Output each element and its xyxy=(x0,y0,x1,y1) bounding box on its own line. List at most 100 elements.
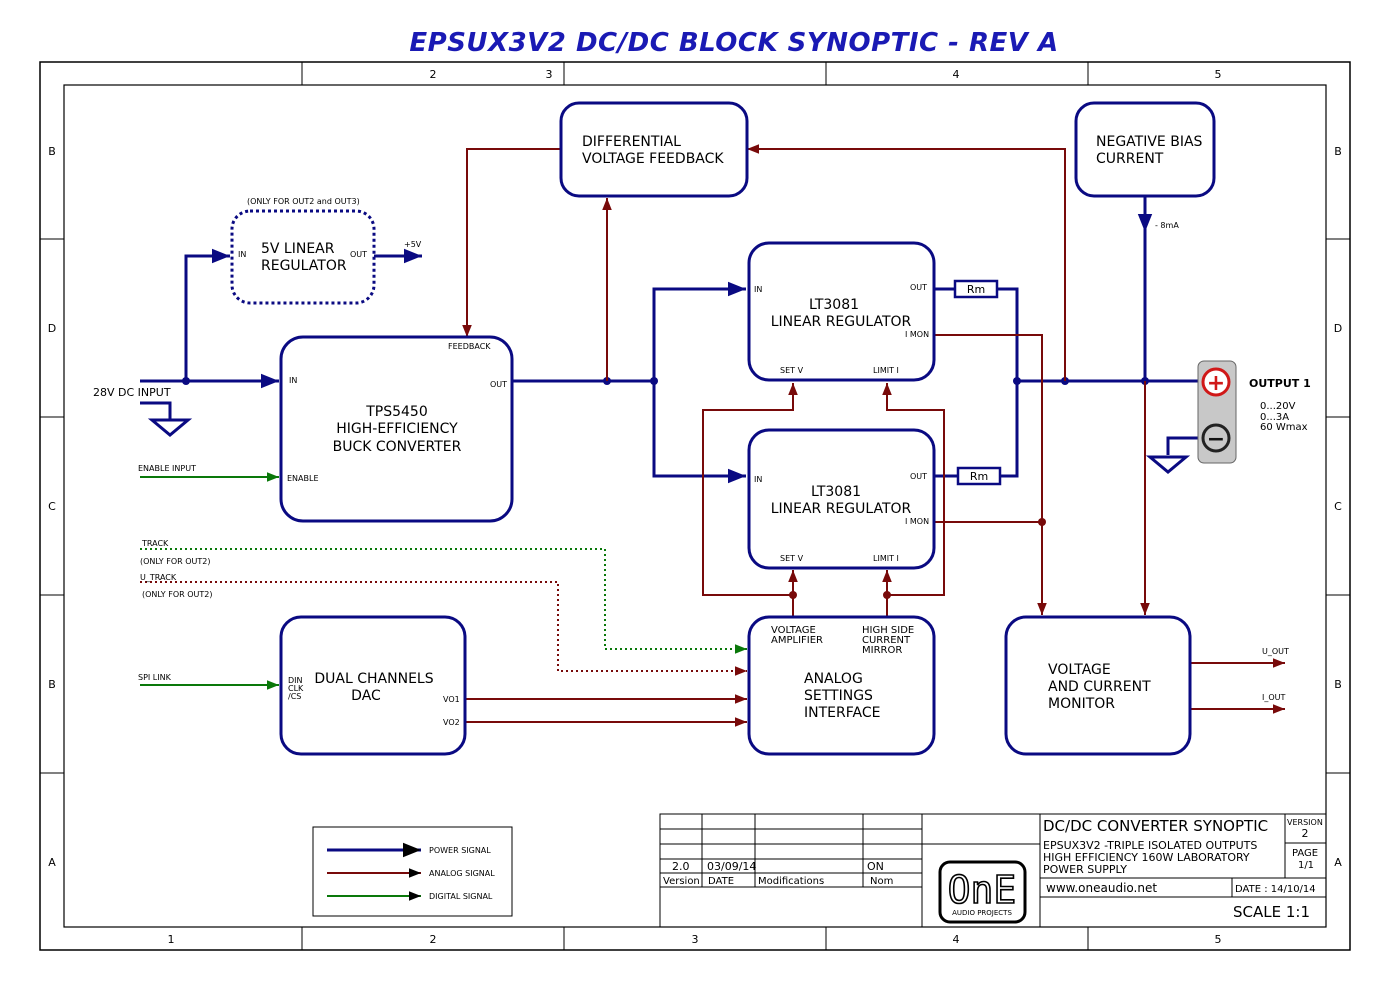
plus-symbol: + xyxy=(1207,371,1225,396)
buck-line3: BUCK CONVERTER xyxy=(333,439,462,455)
desc-line2: HIGH EFFICIENCY 160W LABORATORY xyxy=(1043,851,1250,864)
pin-setv: SET V xyxy=(780,554,804,563)
col-label: 3 xyxy=(546,68,553,81)
pin-in: IN xyxy=(289,376,297,385)
analog-junctions xyxy=(789,518,1046,599)
analog-settings-block xyxy=(747,615,936,756)
frame-labels: 2 3 4 5 1 2 3 4 5 B D C B A B D C B A xyxy=(48,68,1342,946)
oneaudio-logo: OnE AUDIO PROJECTS xyxy=(938,860,1027,924)
pin-in: IN xyxy=(238,250,246,259)
iout-label: I_OUT xyxy=(1262,693,1286,702)
negative-bias-block xyxy=(1074,101,1216,198)
vcm-line1: VOLTAGE xyxy=(1048,662,1111,678)
row-label: D xyxy=(1334,322,1342,335)
pin-limit: LIMIT I xyxy=(873,366,899,375)
minus-terminal-icon xyxy=(1201,423,1231,453)
lt1-line2: LINEAR REGULATOR xyxy=(771,314,912,330)
pin-out: OUT xyxy=(910,283,927,292)
legend: POWER SIGNAL ANALOG SIGNAL DIGITAL SIGNA… xyxy=(312,826,513,917)
neg-bias-line1: NEGATIVE BIAS xyxy=(1096,134,1203,150)
power-wires xyxy=(140,196,1198,484)
asi-hs-line2: CURRENT xyxy=(862,635,911,646)
pin-setv: SET V xyxy=(780,366,804,375)
enable-input-label: ENABLE INPUT xyxy=(138,464,196,473)
page-label: PAGE xyxy=(1292,848,1318,859)
spi-label: SPI LINK xyxy=(138,673,172,682)
dc-input-label: 28V DC INPUT xyxy=(93,386,171,399)
asi-line1: ANALOG xyxy=(804,671,863,687)
resistor-rm-2 xyxy=(956,466,1002,486)
legend-analog-label: ANALOG SIGNAL xyxy=(429,869,495,878)
website: www.oneaudio.net xyxy=(1046,881,1157,895)
legend-digital-label: DIGITAL SIGNAL xyxy=(429,892,493,901)
col-label: 4 xyxy=(953,933,960,946)
pin-feedback: FEEDBACK xyxy=(448,342,491,351)
col-label: 5 xyxy=(1215,68,1222,81)
pin-out: OUT xyxy=(910,472,927,481)
col-label: 4 xyxy=(953,68,960,81)
u-track-label: U_TRACK xyxy=(140,573,177,582)
rail-5v: +5V xyxy=(404,240,422,249)
asi-sublabels: VOLTAGE AMPLIFIER HIGH SIDE CURRENT MIRR… xyxy=(771,625,914,656)
row-label: C xyxy=(48,500,56,513)
pin-din: DIN xyxy=(288,676,303,685)
lt3081-block-1 xyxy=(747,241,936,382)
ground-icon xyxy=(140,401,193,437)
signal-labels: 28V DC INPUT ENABLE INPUT TRACK (ONLY FO… xyxy=(93,386,212,682)
logo-text: OnE xyxy=(948,868,1017,912)
buck-line2: HIGH-EFFICIENCY xyxy=(336,421,458,437)
asi-line2: SETTINGS xyxy=(804,688,873,704)
row-label: D xyxy=(48,322,56,335)
asi-hs-line1: HIGH SIDE xyxy=(862,625,914,636)
rev-date: 03/09/14 xyxy=(707,860,756,873)
resistors: Rm Rm xyxy=(953,279,1002,486)
legend-power-label: POWER SIGNAL xyxy=(429,846,491,855)
rm-label: Rm xyxy=(967,283,985,296)
output-spec-power: 60 Wmax xyxy=(1260,422,1308,433)
row-label: B xyxy=(48,678,56,691)
col-label: 3 xyxy=(692,933,699,946)
pin-imon: I MON xyxy=(905,517,929,526)
lt2-line1: LT3081 xyxy=(811,484,861,500)
row-label: B xyxy=(1334,145,1342,158)
version-value: 2 xyxy=(1302,827,1309,840)
col-modifications: Modifications xyxy=(758,876,824,887)
resistor-rm-1 xyxy=(953,279,999,299)
pin-out: OUT xyxy=(350,250,367,259)
neg-bias-line2: CURRENT xyxy=(1096,151,1164,167)
col-label: 5 xyxy=(1215,933,1222,946)
pin-out: OUT xyxy=(490,380,507,389)
title-block xyxy=(659,813,1327,928)
u-track-note: (ONLY FOR OUT2) xyxy=(142,590,212,599)
differential-feedback-block xyxy=(559,101,749,198)
diff-fb-line1: DIFFERENTIAL xyxy=(582,134,681,150)
lin5v-note: (ONLY FOR OUT2 and OUT3) xyxy=(247,197,360,206)
row-label: A xyxy=(1334,856,1342,869)
lt1-line1: LT3081 xyxy=(809,297,859,313)
col-version: Version xyxy=(663,876,700,887)
ground-icon xyxy=(1145,436,1204,474)
row-label: B xyxy=(48,145,56,158)
lt3081-block-2 xyxy=(747,428,936,570)
output-spec-current: 0...3A xyxy=(1260,412,1289,423)
asi-va-line2: AMPLIFIER xyxy=(771,635,823,646)
output-label: OUTPUT 1 xyxy=(1249,377,1311,390)
dac-block xyxy=(279,615,467,756)
asi-line3: INTERFACE xyxy=(804,705,880,721)
logo-subtext: AUDIO PROJECTS xyxy=(952,909,1012,917)
blocks xyxy=(230,101,1216,756)
col-label: 2 xyxy=(430,68,437,81)
linear-5v-block xyxy=(230,209,376,305)
monitor-block xyxy=(1004,615,1192,756)
page-value: 1/1 xyxy=(1298,860,1314,871)
pin-labels: (ONLY FOR OUT2 and OUT3) IN OUT +5V FEED… xyxy=(238,197,1289,727)
pin-limit: LIMIT I xyxy=(873,554,899,563)
col-date: DATE xyxy=(708,876,734,887)
row-label: A xyxy=(48,856,56,869)
output-labels: OUTPUT 1 0...20V 0...3A 60 Wmax xyxy=(1249,377,1311,433)
dac-line1: DUAL CHANNELS xyxy=(314,671,433,687)
pin-cs: /CS xyxy=(288,692,301,701)
minus-symbol: − xyxy=(1207,427,1225,452)
plus-terminal-icon xyxy=(1201,367,1231,397)
pin-vo1: VO1 xyxy=(443,695,460,704)
